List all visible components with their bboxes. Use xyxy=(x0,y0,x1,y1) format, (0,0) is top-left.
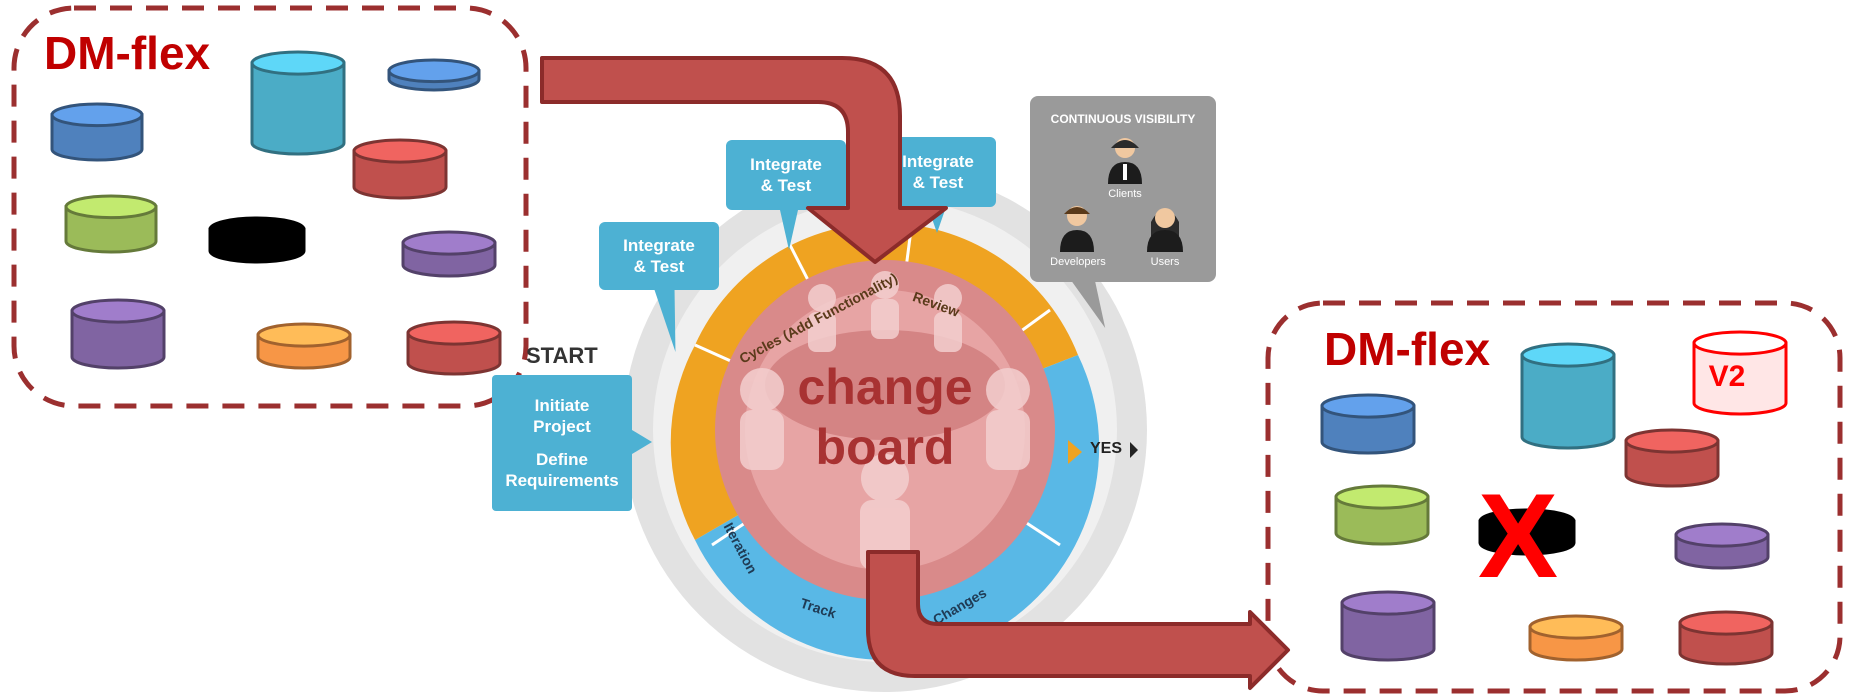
center-line-2: board xyxy=(815,419,955,475)
integrate-test-bubble-1: Integrate & Test xyxy=(599,222,719,290)
right-db-green-cylinder xyxy=(1334,484,1430,546)
right-db-purple-large-cylinder xyxy=(1340,590,1436,662)
visibility-title: CONTINUOUS VISIBILITY xyxy=(1050,112,1196,126)
visibility-panel: CONTINUOUS VISIBILITY Clients Developers… xyxy=(1030,96,1216,282)
start-box: Initiate Project Define Requirements xyxy=(492,375,632,511)
client-person-icon xyxy=(1108,138,1142,184)
right-db-v2-cylinder xyxy=(1692,330,1788,416)
left-db-orange-cylinder xyxy=(256,322,352,370)
right-group-title: DM-flex xyxy=(1324,323,1491,375)
left-db-blue-small-cylinder xyxy=(387,58,481,92)
v2-label: V2 xyxy=(1708,360,1746,393)
bubble-1-line-1: Integrate xyxy=(623,236,695,255)
left-databases xyxy=(50,50,502,376)
right-db-teal-cylinder xyxy=(1520,342,1616,450)
center-line-1: change xyxy=(797,359,973,415)
left-db-green-cylinder xyxy=(64,194,158,254)
start-box-pointer xyxy=(632,430,652,454)
start-box-line-3: Define xyxy=(536,450,588,469)
right-db-red-lower-cylinder xyxy=(1678,610,1774,666)
yes-arrow-icon xyxy=(1130,442,1138,458)
start-box-line-1: Initiate xyxy=(534,396,590,415)
right-db-orange-cylinder xyxy=(1528,614,1624,662)
integrate-test-bubble-2: Integrate & Test xyxy=(726,140,846,210)
start-box-line-2: Project xyxy=(533,417,591,436)
removed-x-mark: X xyxy=(1478,469,1559,603)
left-db-red-cylinder xyxy=(352,138,448,200)
left-group-title: DM-flex xyxy=(44,27,211,79)
yes-label: YES xyxy=(1090,440,1123,457)
right-db-red-cylinder xyxy=(1624,428,1720,488)
left-db-purple-large-cylinder xyxy=(70,298,166,370)
left-group-box xyxy=(11,5,529,409)
user-person-icon xyxy=(1147,208,1183,252)
start-label: START xyxy=(526,343,598,368)
bubble-3-line-2: & Test xyxy=(912,173,964,192)
developer-person-icon xyxy=(1060,206,1094,252)
role-clients: Clients xyxy=(1108,188,1142,200)
left-db-red-lower-cylinder xyxy=(406,320,502,376)
left-db-teal-cylinder xyxy=(250,50,346,156)
right-group-box xyxy=(1265,300,1843,694)
left-db-blue-cylinder xyxy=(50,102,144,162)
start-box-line-4: Requirements xyxy=(505,471,619,490)
bubble-2-pointer xyxy=(780,210,798,250)
right-db-blue-cylinder xyxy=(1320,393,1416,455)
bubble-1-line-2: & Test xyxy=(633,257,685,276)
role-users: Users xyxy=(1150,256,1180,268)
right-db-black-removed-cylinder xyxy=(1478,508,1576,556)
bubble-3-line-1: Integrate xyxy=(902,152,974,171)
left-db-black-cylinder xyxy=(208,216,306,264)
bubble-2-line-2: & Test xyxy=(760,176,812,195)
bubble-2-line-1: Integrate xyxy=(750,155,822,174)
role-developers: Developers xyxy=(1050,256,1106,268)
right-db-purple-small-cylinder xyxy=(1674,522,1770,570)
left-db-purple-small-cylinder xyxy=(401,230,497,278)
